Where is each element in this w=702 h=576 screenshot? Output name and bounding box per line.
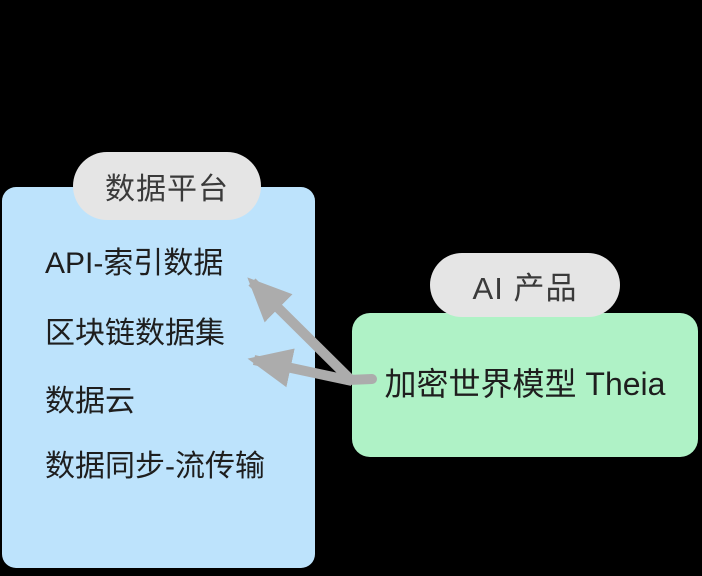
data-platform-label: 数据平台 xyxy=(73,152,261,220)
data-platform-box: API-索引数据 区块链数据集 数据云 数据同步-流传输 xyxy=(2,187,315,568)
data-platform-item-blockchain-dataset: 区块链数据集 xyxy=(45,317,225,350)
ai-product-box: 加密世界模型 Theia xyxy=(352,313,698,457)
ai-product-label: AI 产品 xyxy=(430,253,620,317)
data-platform-item-api-index: API-索引数据 xyxy=(45,247,224,280)
data-platform-item-data-sync-stream: 数据同步-流传输 xyxy=(45,450,265,483)
data-platform-item-data-cloud: 数据云 xyxy=(45,385,135,418)
ai-product-item-theia: 加密世界模型 Theia xyxy=(384,366,666,402)
